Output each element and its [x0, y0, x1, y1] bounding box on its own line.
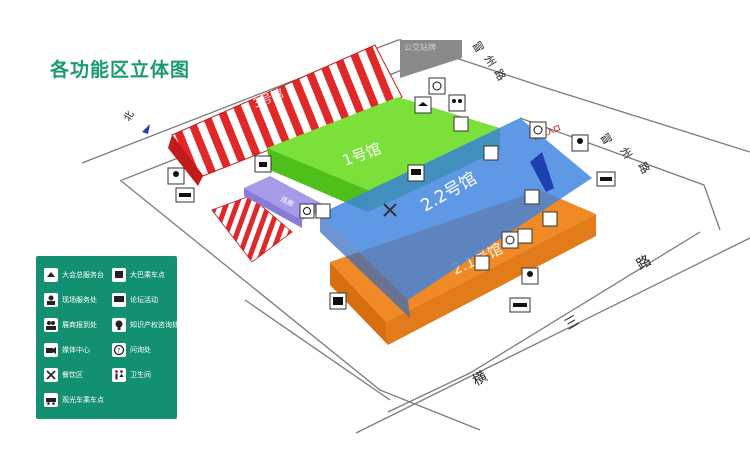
legend-item: 餐饮区 [44, 368, 83, 382]
marker-dining-icon[interactable] [383, 203, 397, 217]
legend-item: 现场服务处 [44, 293, 97, 307]
svg-text:路: 路 [491, 67, 508, 83]
marker-restroom-icon[interactable] [483, 145, 499, 161]
svg-text:横: 横 [470, 369, 490, 390]
legend-label: 现场服务处 [62, 295, 97, 304]
svg-text:三: 三 [562, 313, 582, 334]
marker-inquiry-icon[interactable] [529, 121, 547, 139]
legend-item: 展商报到处 [44, 318, 97, 332]
marker-restroom-icon[interactable] [517, 228, 533, 244]
marker-forum-icon[interactable] [407, 164, 425, 182]
ip-consulting-icon [112, 318, 126, 332]
marker-sightseeing-car-icon[interactable] [175, 187, 195, 203]
media-center-icon [44, 343, 58, 357]
map-markers [167, 77, 616, 313]
legend-panel: 大会总服务台 大巴乘车点 现场服务处 论坛活动 展商报到处 知识产权咨询处 媒体… [36, 256, 179, 419]
legend-label: 知识产权咨询处 [130, 320, 179, 329]
svg-text:冒: 冒 [597, 131, 614, 147]
legend-item: 知识产权咨询处 [112, 318, 179, 332]
page-title: 各功能区立体图 [50, 59, 191, 81]
legend-label: 餐饮区 [62, 370, 83, 379]
bus-station-label: 公交站牌 [404, 42, 436, 52]
legend-label: 卫生间 [130, 370, 151, 379]
hall-2-2: 2.2号馆 [320, 118, 592, 318]
legend-item: 媒体中心 [44, 343, 90, 357]
bus-icon [112, 268, 126, 282]
legend-item: 观光车乘车点 [44, 393, 104, 407]
marker-restroom-icon[interactable] [315, 203, 331, 219]
marker-onsite-service-icon[interactable] [167, 167, 185, 185]
marker-restroom-icon[interactable] [542, 211, 558, 227]
marker-exhibitor-registration-icon[interactable] [448, 94, 466, 112]
legend-label: 媒体中心 [62, 345, 90, 354]
exhibitor-registration-icon [44, 318, 58, 332]
svg-text:路: 路 [634, 253, 654, 274]
legend-item: 论坛活动 [112, 293, 158, 307]
north-label: 北 [121, 109, 136, 124]
marker-bus-icon[interactable] [329, 292, 347, 310]
legend-item: 大会总服务台 [44, 268, 104, 282]
marker-service-desk-icon[interactable] [414, 96, 432, 114]
inquiry-icon: ? [112, 343, 126, 357]
marker-onsite-service-icon[interactable] [571, 134, 589, 152]
service-desk-icon [44, 268, 58, 282]
legend-label: 展商报到处 [62, 320, 97, 329]
road-label-right: 冒 州 路 [597, 131, 652, 176]
legend-item: 大巴乘车点 [112, 268, 165, 282]
legend-label: 问询处 [130, 345, 151, 354]
onsite-service-icon [44, 293, 58, 307]
forum-icon [112, 293, 126, 307]
north-arrow: 北 [121, 109, 150, 134]
marker-restroom-icon[interactable] [524, 189, 540, 205]
legend-label: 观光车乘车点 [62, 395, 104, 404]
svg-text:冒: 冒 [469, 39, 486, 55]
small-tent [211, 195, 293, 263]
marker-onsite-service-icon[interactable] [521, 267, 539, 285]
marker-restroom-icon[interactable] [474, 255, 490, 271]
legend-label: 大巴乘车点 [130, 270, 165, 279]
legend-item: 卫生间 [112, 368, 151, 382]
marker-inquiry-icon[interactable] [501, 231, 519, 249]
dining-icon [44, 368, 58, 382]
legend-label: 大会总服务台 [62, 270, 104, 279]
restroom-icon [112, 368, 126, 382]
marker-inquiry-icon[interactable] [299, 203, 315, 219]
marker-inquiry-icon[interactable] [428, 77, 446, 95]
marker-media-center-icon[interactable] [254, 155, 272, 173]
bus-station: 公交站牌 [400, 40, 462, 78]
marker-sightseeing-car-icon[interactable] [509, 297, 531, 313]
marker-sightseeing-car-icon[interactable] [596, 171, 616, 187]
sightseeing-car-icon [44, 393, 58, 407]
tent-hall-3: 3号馆 [168, 44, 403, 186]
road-label-bottom: 横 三 路 [470, 253, 654, 390]
marker-restroom-icon[interactable] [453, 116, 469, 132]
legend-item: ? 问询处 [112, 343, 151, 357]
svg-text:?: ? [117, 348, 120, 355]
road-label-top: 冒 州 路 [469, 39, 508, 83]
legend-label: 论坛活动 [130, 295, 158, 304]
svg-text:路: 路 [635, 160, 652, 176]
